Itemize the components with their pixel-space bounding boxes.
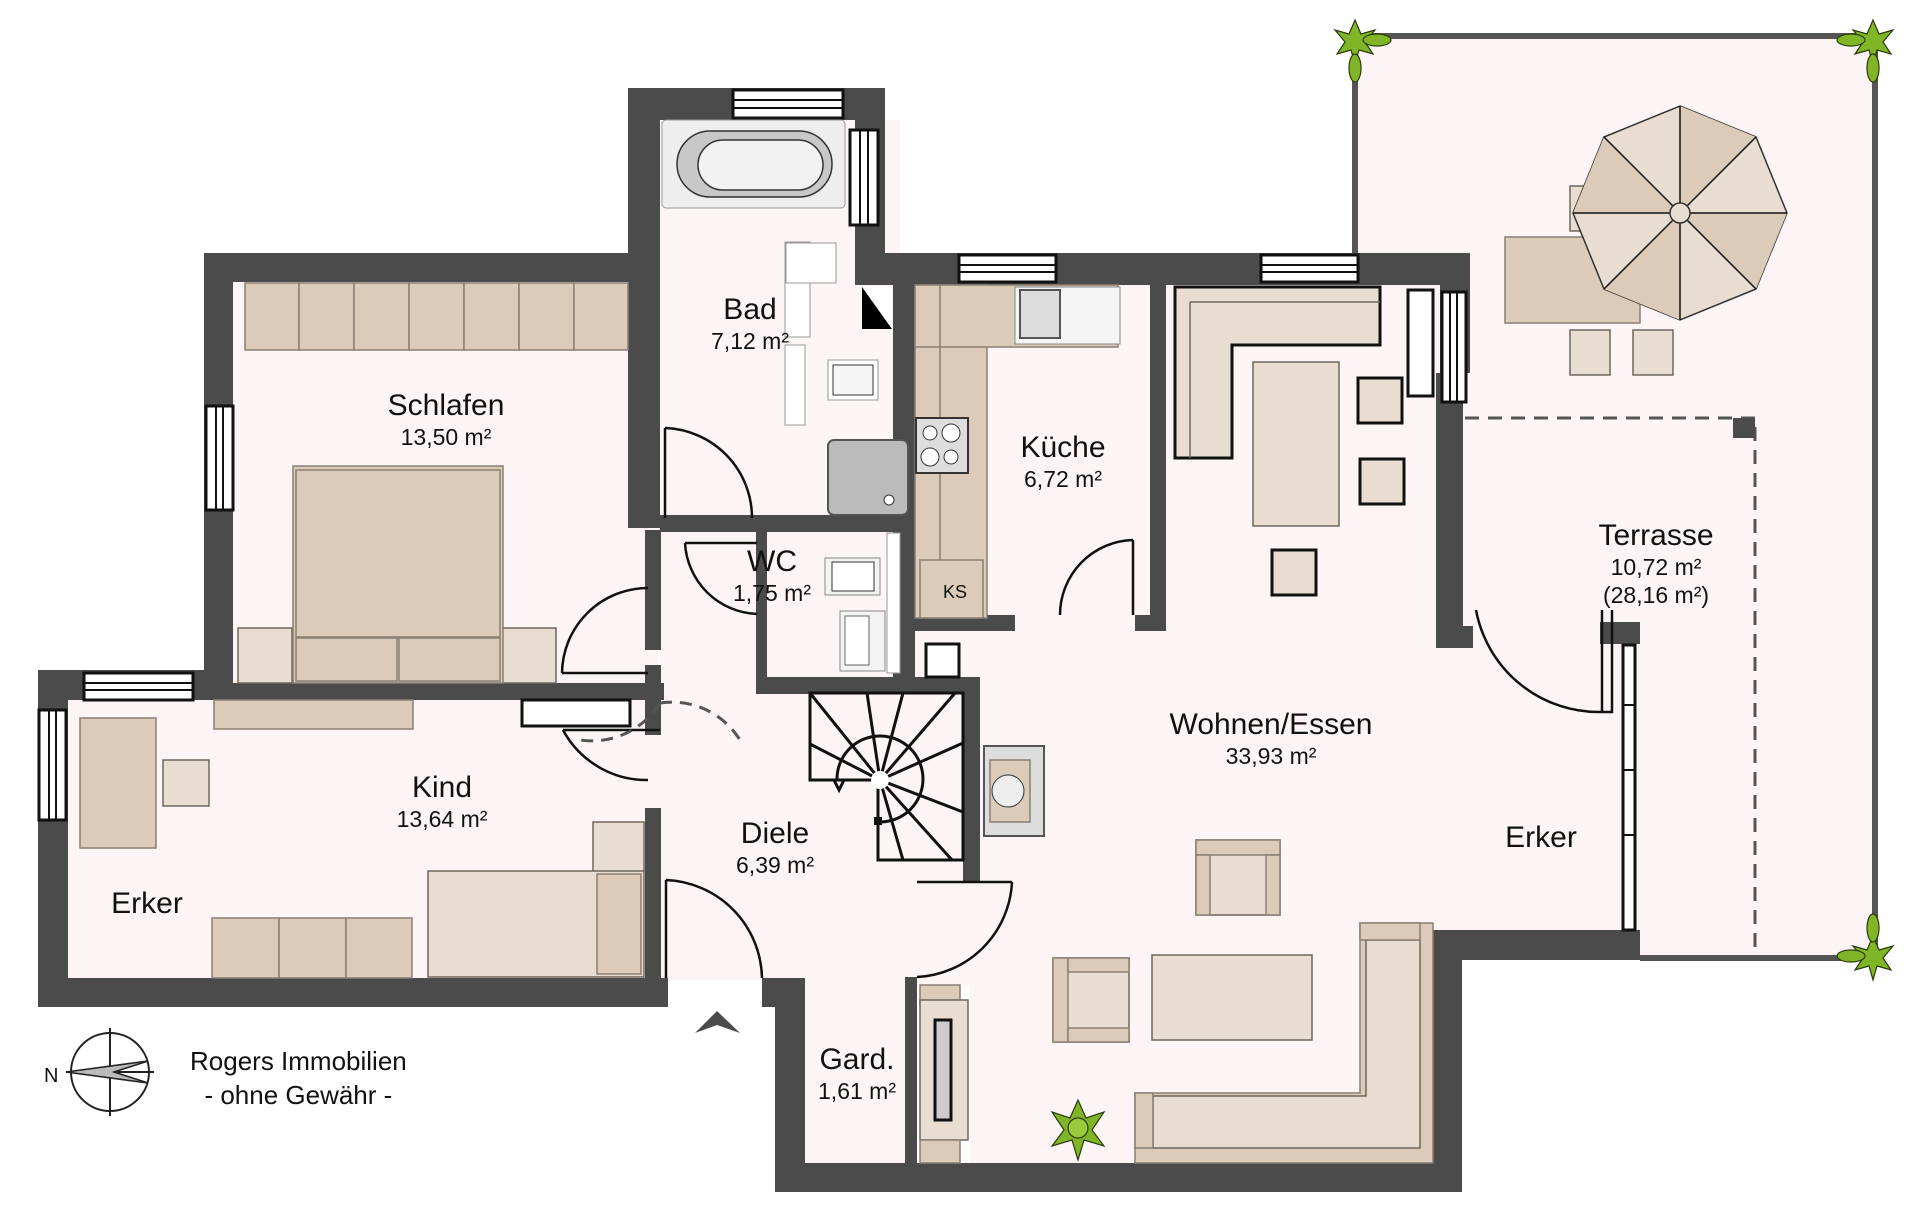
company-name: Rogers Immobilien <box>190 1046 407 1076</box>
bay-label-wohnen-erker: Erker <box>1505 821 1577 854</box>
windows <box>37 88 1637 932</box>
walls <box>38 88 1640 1192</box>
room-label-schlafen: Schlafen 13,50 m² <box>387 389 505 450</box>
wardrobe <box>244 282 629 351</box>
plant-icon <box>1333 18 1392 83</box>
schlafen-furniture <box>237 282 629 684</box>
room-label-kueche: Küche 6,72 m² <box>1020 431 1106 492</box>
room-label-garderobe: Gard. 1,61 m² <box>818 1043 896 1104</box>
entrance-arrow-icon <box>695 1011 740 1033</box>
wohnen-furniture <box>919 285 1435 1164</box>
kind-furniture <box>79 698 645 979</box>
room-label-kind: Kind 13,64 m² <box>396 771 488 832</box>
room-label-wohnen-essen: Wohnen/Essen 33,93 m² <box>1169 708 1373 769</box>
doors <box>560 426 1614 979</box>
wc-fixtures <box>824 532 901 674</box>
umbrella-icon <box>1572 105 1788 321</box>
bad-fixtures <box>661 119 909 516</box>
bay-label-kind-erker: Erker <box>111 887 183 920</box>
footer: Rogers Immobilien - ohne Gewähr - <box>190 1044 407 1112</box>
room-label-terrasse: Terrasse 10,72 m² (28,16 m²) <box>1598 519 1714 608</box>
room-label-wc: WC 1,75 m² <box>733 545 811 606</box>
compass-north-label: N <box>44 1065 59 1087</box>
room-label-diele: Diele 6,39 m² <box>736 817 814 878</box>
room-label-bad: Bad 7,12 m² <box>711 293 789 354</box>
spiral-staircase <box>808 691 965 862</box>
plant-icon <box>1836 18 1895 83</box>
plant-icon <box>1050 1098 1106 1163</box>
plant-icons <box>1050 18 1895 1163</box>
disclaimer: - ohne Gewähr - <box>204 1080 393 1110</box>
terrace-furniture <box>1504 105 1788 376</box>
double-bed <box>237 465 557 684</box>
fridge-label: KS <box>942 582 968 602</box>
kitchen-fixtures <box>914 284 1121 679</box>
compass-icon <box>65 1028 154 1116</box>
plant-icon <box>1836 913 1895 983</box>
